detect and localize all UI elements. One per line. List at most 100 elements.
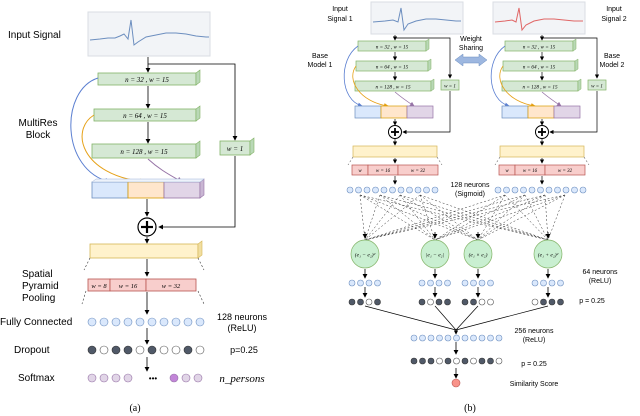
input-1-line-2: Signal 1 [327, 16, 352, 23]
dropout-neuron [123, 345, 133, 355]
sigmoid-neuron [528, 186, 536, 194]
dropout-64-neuron [435, 298, 443, 306]
dropout-256-neuron [410, 357, 418, 365]
pairing-line [399, 194, 436, 241]
dense-256-neuron [453, 334, 460, 342]
sigmoid-neuron [423, 186, 430, 194]
pairing-line [364, 194, 546, 241]
panel-b: Input Signal 1 Input Signal 2 n = 32 , w… [308, 1, 627, 414]
concat-purple [553, 105, 581, 119]
spp-cell [397, 164, 439, 176]
spp-cell [544, 164, 586, 176]
pairing-line [477, 194, 546, 241]
dropout-neurons [87, 345, 205, 355]
similarity-score-label: Similarity Score [510, 381, 559, 388]
dropout-64-neuron [478, 298, 486, 306]
pairing-line [434, 194, 506, 241]
fc-desc-1: 128 neurons [217, 312, 268, 322]
fc-neuron [171, 317, 181, 327]
sigmoid-neuron [511, 186, 519, 194]
conv-block-32-label: n = 32 , w = 15 [125, 76, 169, 84]
softmax-neuron [181, 373, 191, 383]
skip-arrow [541, 91, 562, 107]
pairing-line [359, 194, 436, 241]
conv-block-128-label: n = 128 , w = 15 [120, 148, 168, 156]
dropout-desc: p=0.25 [230, 345, 258, 355]
distance-node [463, 239, 493, 269]
dropout-neuron [99, 345, 109, 355]
spp-label: w = 32 [411, 169, 426, 174]
p1-desc: p = 0.25 [579, 298, 605, 305]
pairing-line [359, 194, 366, 241]
pairing-line [364, 194, 401, 241]
dense-64-neuron [357, 279, 364, 287]
shortcut-conv-label: w = 1 [444, 85, 456, 90]
conv-block-128: n = 128 , w = 15 [91, 140, 201, 159]
dense-64-neuron [435, 279, 443, 287]
dense-256-neurons [410, 334, 503, 355]
conv-block-label: n = 32 , w = 15 [523, 45, 556, 51]
skip-arrow [394, 91, 415, 107]
dropout-256-neurons [410, 357, 503, 365]
distance-node [533, 239, 563, 269]
pairing-line [364, 194, 381, 241]
dense-64-neuron [548, 279, 556, 287]
softmax-neuron [193, 373, 203, 383]
input-signal-label: Input Signal [8, 30, 61, 41]
dropout-256-neuron [453, 357, 460, 365]
caption-b: (b) [464, 403, 476, 414]
spp-label-3: Pooling [22, 293, 55, 304]
pairing-line [419, 194, 479, 241]
weight-sharing-arrow [454, 53, 488, 67]
dense-256-neuron [427, 334, 435, 342]
input-signal-2-box [492, 1, 586, 35]
shortcut-line [402, 91, 451, 135]
base-2-line-1: Base [604, 53, 620, 60]
dense-256-neuron [495, 334, 503, 342]
shortcut-conv: w = 1 [219, 137, 255, 156]
merge-line [364, 305, 457, 331]
input-signal-waveform [89, 19, 209, 46]
concat-purple [406, 105, 434, 119]
feature-map [352, 145, 438, 158]
conv-block-32: n = 32 , w = 15 [97, 69, 201, 86]
shortcut-line [395, 37, 453, 79]
weight-sharing-2: Sharing [459, 45, 483, 52]
sigmoid-neurons-2 [494, 186, 587, 194]
dropout-64-neuron [557, 298, 564, 306]
feature-map [89, 240, 203, 259]
fc-neuron [87, 317, 97, 327]
fc-desc-2: (ReLU) [227, 323, 256, 333]
sigmoid-neuron [571, 186, 578, 194]
dropout-neuron [111, 345, 121, 355]
pairing-line [434, 194, 566, 241]
dashed-guide [583, 156, 590, 166]
spp-label: w [358, 169, 362, 174]
conv-block-side [572, 38, 577, 52]
dropout-64-neuron [418, 298, 426, 306]
conv-block-64: n = 64 , w = 15 [93, 105, 201, 122]
merge-line [455, 305, 549, 331]
dense-64-neuron [478, 279, 486, 287]
sigmoid-neuron [520, 186, 527, 194]
dashed-guide [347, 156, 354, 166]
distance-label: (e₁ × e₂) [469, 252, 488, 259]
sigmoid-neuron [346, 186, 354, 194]
dropout-256-neuron [478, 357, 486, 365]
base-1-line-2: Model 1 [308, 62, 333, 69]
dense-256-neuron [410, 334, 418, 342]
dropout-256-neuron [436, 357, 443, 365]
caption-a: (a) [129, 403, 140, 414]
distance-label: (e₁ − e₂)² [355, 252, 376, 259]
spp-label: w = 16 [376, 169, 391, 174]
dropout-256-neuron [487, 357, 494, 365]
panel-a: Input Signal n = 32 , w = 15 n = 64 , w … [0, 11, 268, 414]
sigmoid-neuron [380, 186, 388, 194]
dropout-64-neuron [548, 298, 556, 306]
softmax-label: Softmax [18, 373, 55, 384]
sigmoid-neuron [503, 186, 510, 194]
dropout-neuron [183, 345, 193, 355]
input-signal-1-waveform [372, 7, 461, 32]
fc-label: Fully Connected [0, 317, 72, 328]
